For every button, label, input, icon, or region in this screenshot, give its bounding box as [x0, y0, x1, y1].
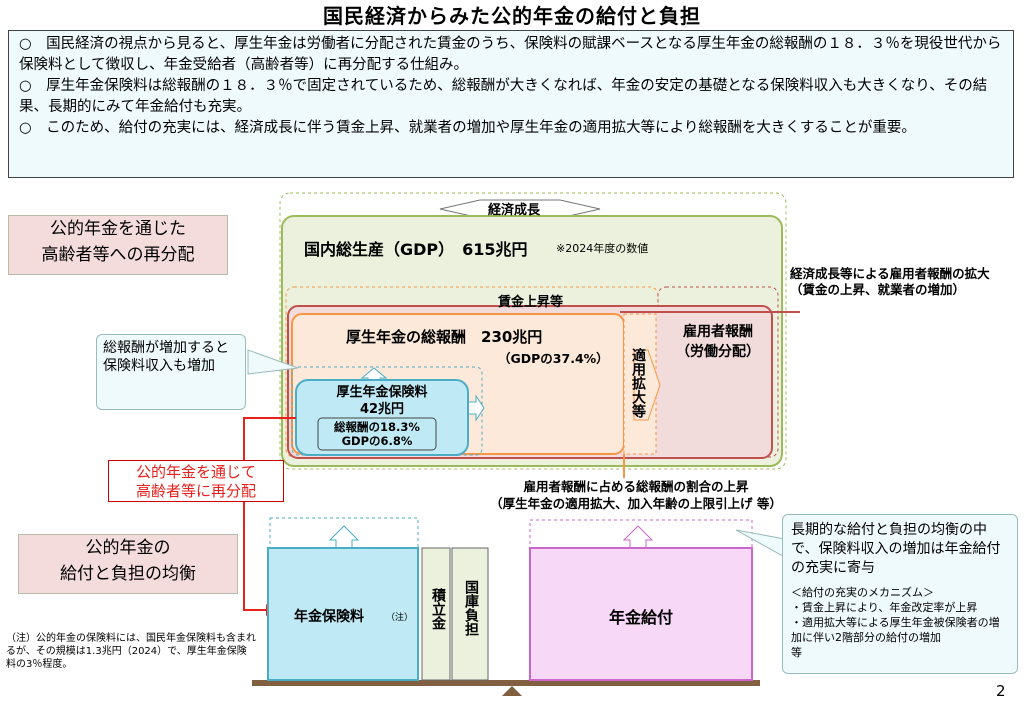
mechanism-title: ＜給付の充実のメカニズム＞: [791, 586, 934, 599]
premium-block-label: 年金保険料: [294, 609, 364, 625]
growth-expansion-line2: （賃金の上昇、就業者の増加）: [790, 282, 966, 297]
callout-balance: 長期的な給付と負担の均衡の中で、保険料収入の増加は年金給付の充実に寄与 ＜給付の…: [782, 514, 1018, 674]
premium-title: 厚生年金保険料: [336, 385, 428, 400]
total-comp-label: 厚生年金の総報酬 230兆円: [346, 328, 543, 346]
treasury-block: [451, 547, 489, 681]
callout-increase: 総報酬が増加すると保険料収入も増加: [96, 334, 246, 410]
premium-block: [267, 547, 419, 681]
reserve-label: 積立金: [430, 588, 446, 630]
benefit-block: [529, 547, 753, 681]
summary-box: ○ 国民経済の視点から見ると、厚生年金は労働者に分配された賃金のうち、保険料の賦…: [8, 30, 1014, 178]
employee-comp-line2: （労働分配）: [676, 344, 760, 360]
growth-dashed-outline: [279, 192, 787, 470]
page-title: 国民経済からみた公的年金の給付と負担: [323, 4, 701, 28]
premium-pct-1: 総報酬の18.3%: [334, 420, 420, 434]
coverage-label: 適用拡大等: [630, 348, 646, 418]
label-redistribution: 公的年金を通じた 高齢者等への再分配: [8, 215, 228, 275]
label-balance-line2: 給付と負担の均衡: [60, 564, 196, 584]
wage-rise-label: 賃金上昇等: [498, 295, 564, 310]
premium-right-arrow: [467, 394, 485, 422]
redistribution-arrow-line: [243, 417, 296, 611]
gdp-label: 国内総生産（GDP） 615兆円: [304, 240, 528, 259]
employee-comp-line1: 雇用者報酬: [683, 324, 753, 340]
summary-bullet-1: ○ 国民経済の視点から見ると、厚生年金は労働者に分配された賃金のうち、保険料の賦…: [19, 36, 1002, 73]
label-balance-line1: 公的年金の: [85, 538, 171, 558]
premium-block-up-arrow: [328, 525, 360, 549]
treasury-label: 国庫負担: [463, 580, 479, 636]
gdp-note: ※2024年度の数値: [556, 242, 649, 255]
callout-increase-pointer: [247, 349, 299, 375]
premium-inner-box: [317, 417, 437, 451]
premium-block-note: （注）: [386, 613, 414, 623]
mechanism-item-2: ・適用拡大等による厚生年金被保険者の増加に伴い2階部分の給付の増加 等: [791, 616, 1007, 659]
premium-pct: 総報酬の18.3% GDPの6.8%: [318, 420, 436, 448]
page-number: 2: [996, 682, 1006, 700]
label-redistribution-line2: 高齢者等への再分配: [41, 245, 195, 265]
premium-text: 厚生年金保険料 42兆円: [296, 384, 468, 418]
redistribute-red-line1: 公的年金を通じて: [135, 463, 256, 481]
premium-pct-2: GDPの6.8%: [341, 434, 413, 448]
premium-amount: 42兆円: [359, 402, 405, 417]
callout-balance-text: 長期的な給付と負担の均衡の中で、保険料収入の増加は年金給付の充実に寄与: [791, 522, 1001, 576]
ratio-rise-line1: 雇用者報酬に占める総報酬の割合の上昇: [523, 479, 749, 494]
growth-expansion-line1: 経済成長等による雇用者報酬の拡大: [790, 266, 990, 281]
summary-bullet-3: ○ このため、給付の充実には、経済成長に伴う賃金上昇、就業者の増加や厚生年金の適…: [19, 120, 916, 136]
label-balance: 公的年金の 給付と負担の均衡: [18, 534, 238, 594]
reserve-block: [421, 547, 451, 681]
mechanism-item-1: ・賃金上昇により、年金改定率が上昇: [791, 601, 978, 614]
benefit-up-arrow: [622, 525, 654, 549]
ratio-rise-line2: （厚生年金の適用拡大、加入年齢の上限引上げ 等）: [490, 496, 782, 511]
ratio-rise: 雇用者報酬に占める総報酬の割合の上昇 （厚生年金の適用拡大、加入年齢の上限引上げ…: [456, 478, 816, 512]
label-redistribution-line1: 公的年金を通じた: [50, 219, 186, 239]
employee-comp-label: 雇用者報酬 （労働分配）: [670, 322, 766, 362]
redistribute-red-box: 公的年金を通じて 高齢者等に再分配: [108, 460, 284, 502]
scale-fulcrum: [502, 686, 522, 696]
summary-bullet-2: ○ 厚生年金保険料は総報酬の１８．３％で固定されているため、総報酬が大きくなれば…: [19, 78, 988, 115]
coverage-arrow: [633, 349, 661, 421]
scale-beam: [252, 680, 760, 686]
redistribute-red-line2: 高齢者等に再分配: [135, 482, 256, 500]
benefit-label: 年金給付: [608, 608, 673, 627]
footnote: （注）公的年金の保険料には、国民年金保険料も含まれるが、その規模は1.3兆円（2…: [6, 633, 256, 670]
growth-expansion: 経済成長等による雇用者報酬の拡大 （賃金の上昇、就業者の増加）: [790, 266, 990, 298]
growth-label: 経済成長: [488, 203, 541, 218]
total-comp-pct: （GDPの37.4%）: [498, 351, 609, 366]
